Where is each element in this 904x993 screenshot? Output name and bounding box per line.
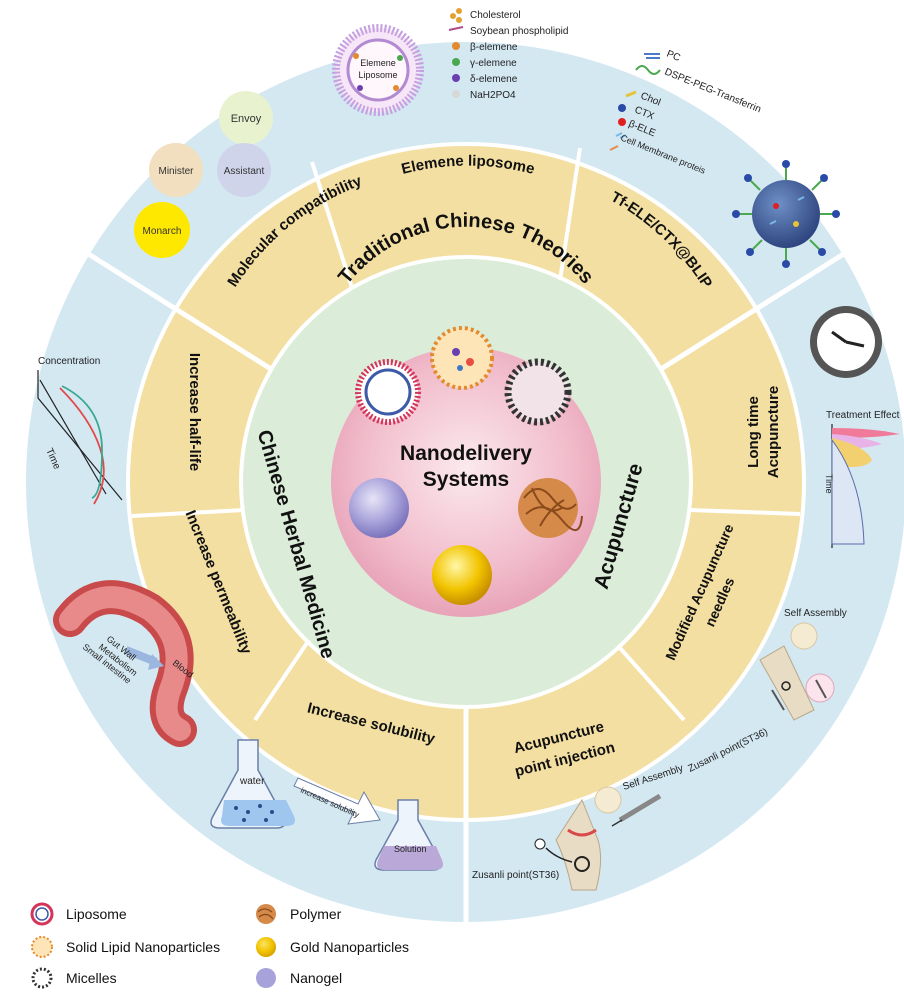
tf-nanoparticle-icon bbox=[732, 160, 840, 268]
solution-label: Solution bbox=[394, 844, 427, 854]
gold-nanoparticle-icon bbox=[432, 545, 492, 605]
treatment-title: Treatment Effect bbox=[826, 410, 900, 421]
micelles-icon bbox=[504, 358, 572, 426]
item-dividers bbox=[131, 147, 801, 722]
envoy-label: Envoy bbox=[231, 113, 262, 125]
legend-nah2po4: NaH2PO4 bbox=[470, 90, 516, 101]
solid-lipid-nanoparticle-icon bbox=[430, 326, 494, 390]
elemene-legend: Cholesterol Soybean phospholipid β-eleme… bbox=[448, 8, 568, 101]
half-life-ylabel: Concentration bbox=[38, 356, 100, 367]
water-label: water bbox=[239, 776, 265, 787]
legend-delta-elemene: δ-elemene bbox=[470, 74, 518, 85]
minister-label: Minister bbox=[158, 166, 194, 177]
needle-self-assembly-label: Self Assembly bbox=[784, 608, 847, 619]
elemene-liposome-inset: Elemene Liposome bbox=[332, 24, 424, 116]
legend-pc: PC bbox=[665, 49, 682, 64]
center-title-line1: Nanodelivery bbox=[400, 442, 532, 465]
item-long-time-line1: Long time bbox=[745, 396, 762, 468]
treatment-effect-inset: Treatment Effect Time bbox=[824, 410, 900, 548]
center-title-line2: Systems bbox=[423, 468, 509, 491]
sector-dividers bbox=[61, 235, 871, 922]
elemene-label: Elemene bbox=[360, 58, 396, 68]
polymer-icon bbox=[518, 478, 583, 538]
item-increase-half-life: Increase half-life bbox=[186, 353, 203, 471]
legend-cholesterol: Cholesterol bbox=[470, 10, 521, 21]
monarch-label: Monarch bbox=[143, 226, 182, 237]
legend-gamma-elemene: γ-elemene bbox=[470, 58, 517, 69]
legend-soybean: Soybean phospholipid bbox=[470, 26, 568, 37]
nanogel-icon bbox=[349, 478, 409, 538]
compatibility-circles: Envoy Minister Assistant Monarch bbox=[134, 91, 273, 258]
liposome-icon bbox=[355, 359, 421, 425]
half-life-chart-inset: Concentration Time bbox=[37, 356, 123, 505]
liposome-label: Liposome bbox=[358, 70, 397, 80]
item-long-time-line2: Acupuncture bbox=[765, 386, 782, 479]
clock-icon bbox=[810, 306, 882, 378]
treatment-ylabel: Time bbox=[824, 474, 834, 494]
solubility-inset: water increase solubility Solution bbox=[210, 739, 443, 871]
assistant-label: Assistant bbox=[224, 166, 265, 177]
injection-point-label: Zusanli point(ST36) bbox=[472, 870, 559, 881]
legend-beta-elemene: β-elemene bbox=[470, 42, 518, 53]
